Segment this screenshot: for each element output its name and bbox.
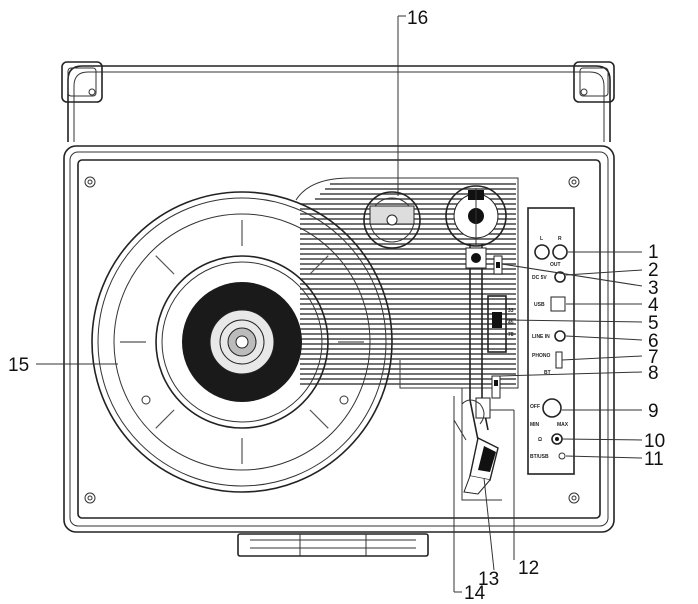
callout-13: 13 [478,569,499,590]
phono-bt-switch[interactable] [555,351,563,369]
callout-numbers: 16 1 2 3 4 5 6 7 8 9 10 11 12 13 14 15 [8,8,665,604]
leader-lines [36,15,643,593]
speed-45-label: 45 [508,320,514,326]
callout-11: 11 [644,449,664,470]
callout-10: 10 [644,431,665,452]
callout-8: 8 [648,363,659,384]
lift-lever[interactable] [491,375,501,399]
volume-max-label: MAX [557,422,569,428]
phono-label: PHONO [532,353,550,359]
platter-marks [120,220,364,464]
bt-label: BT [544,370,551,376]
spindle [235,335,249,349]
volume-min-label: MIN [530,422,540,428]
lid-corner-left [61,61,103,103]
line-in-jack[interactable] [554,330,566,342]
rca-r-label: R [558,236,562,242]
callout-5: 5 [648,313,659,334]
platter [91,191,393,493]
lid-corner-right [573,61,615,103]
callout-1: 1 [648,242,659,263]
usb-label: USB [534,302,545,308]
dc5v-jack[interactable] [554,271,566,283]
headphone-symbol: Ω [538,437,542,443]
tonearm-base [445,185,507,247]
control-panel: L R OUT DC 5V USB LINE IN PHONO BT OFF M… [527,207,575,475]
dc5v-label: DC 5V [532,275,547,281]
speed-33-label: 33 [508,308,514,314]
rca-out-label: OUT [550,262,561,268]
callout-4: 4 [648,295,659,316]
volume-knob[interactable] [542,398,562,418]
rca-out-right-jack[interactable] [552,244,568,260]
callout-7: 7 [648,347,659,368]
bt-indicator-led [558,452,566,460]
callout-15: 15 [8,355,29,376]
tonearm [463,244,499,495]
speaker-grille [295,177,519,389]
speed-78-label: 78 [508,332,514,338]
corner-screws [84,176,580,504]
lid [61,61,615,142]
speed-selector[interactable] [492,312,502,328]
usb-port[interactable] [550,296,566,312]
callout-2: 2 [648,260,659,281]
speed-switch-area: 33 45 78 [487,255,514,399]
callout-3: 3 [648,278,659,299]
platter-mark [309,255,329,275]
carry-handle [237,533,429,557]
rca-l-label: L [540,236,543,242]
callout-9: 9 [648,401,659,422]
callout-6: 6 [648,331,659,352]
bt-led-label: BT/USB [530,454,549,460]
platter-mark [309,409,329,429]
volume-off-label: OFF [530,404,540,410]
rca-out-left-jack[interactable] [534,244,550,260]
callout-16: 16 [407,8,428,29]
45rpm-adapter [363,191,421,249]
case-body [63,145,615,557]
callout-12: 12 [518,558,539,579]
callout-14: 14 [464,583,486,604]
platter-mark [155,255,175,275]
cartridge [463,436,499,495]
line-in-label: LINE IN [532,334,550,340]
platter-mark [155,409,175,429]
